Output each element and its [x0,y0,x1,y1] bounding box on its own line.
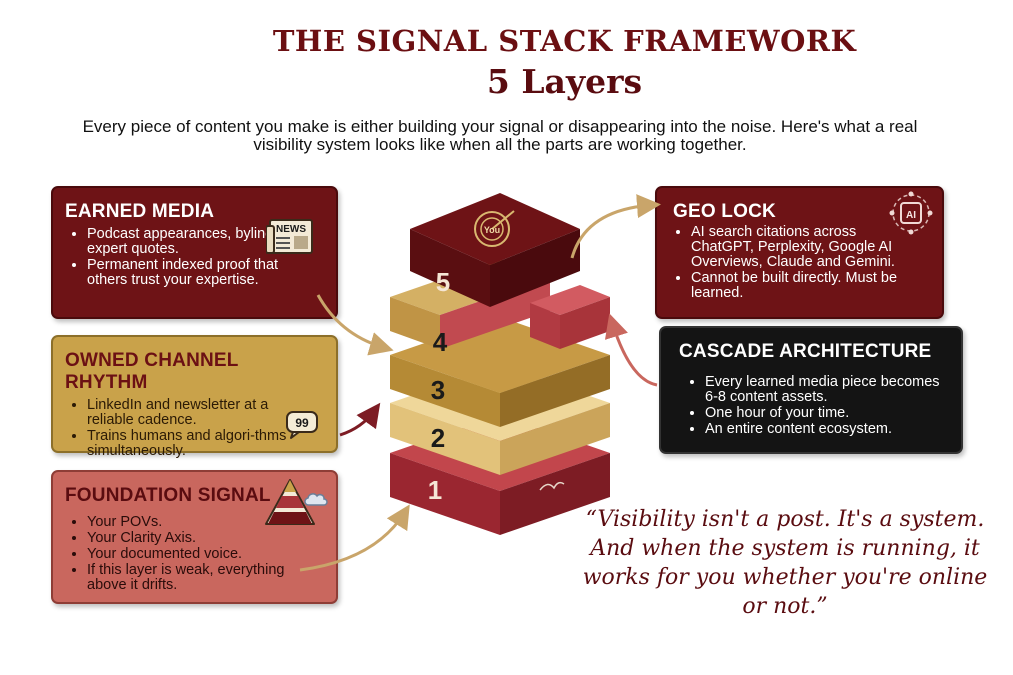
geo-lock-list: AI search citations across ChatGPT, Perp… [669,225,916,301]
cascade-architecture-card: CASCADE ARCHITECTURE Every learned media… [659,326,963,454]
foundation-signal-title: FOUNDATION SIGNAL [65,485,271,506]
list-item: AI search citations across ChatGPT, Perp… [691,225,916,270]
newspaper-icon-label: NEWS [276,224,306,235]
geo-lock-card: GEO LOCK AI search citations across Chat… [655,186,944,319]
quote-bubble-icon-label: 99 [295,416,309,430]
cascade-architecture-list: Every learned media piece becomes 6-8 co… [679,375,955,437]
list-item: Your POVs. [87,515,307,530]
earned-media-title: EARNED MEDIA [65,201,215,222]
arrow-stack-to-geo [570,194,661,259]
ai-chip-icon-label: AI [906,210,916,221]
arrow-owned-to-stack [339,402,381,437]
layer-3-label: 3 [431,375,445,405]
layer-1-label: 1 [428,475,442,505]
arrow-cascade-to-stack [604,313,658,387]
list-item: Your Clarity Axis. [87,531,307,546]
list-item: Permanent indexed proof that others trus… [87,258,287,288]
arrow-earned-to-stack [316,294,394,356]
cascade-architecture-title: CASCADE ARCHITECTURE [679,341,932,362]
list-item: One hour of your time. [705,406,955,421]
list-item: Cannot be built directly. Must be learne… [691,271,916,301]
pyramid-icon [262,474,332,535]
layer-5-block: You 5 [410,193,580,307]
intro-text: Every piece of content you make is eithe… [82,117,918,154]
list-item: Trains humans and algori-thms simultaneo… [87,429,312,459]
owned-channel-card: OWNED CHANNEL RHYTHM LinkedIn and newsle… [51,335,338,459]
list-item: Your documented voice. [87,547,307,562]
owned-channel-list: LinkedIn and newsletter at a reliable ca… [65,398,312,459]
list-item: Every learned media piece becomes 6-8 co… [705,375,955,405]
layer-4-label: 4 [433,327,448,357]
layer-5-label: 5 [436,267,450,297]
list-item: An entire content ecosystem. [705,422,955,437]
arrow-foundation-to-stack [299,504,410,572]
foundation-signal-list: Your POVs. Your Clarity Axis. Your docum… [65,515,307,593]
list-item: If this layer is weak, everything above … [87,563,307,593]
layer-2-label: 2 [431,423,445,453]
newspaper-icon: NEWS [265,218,314,261]
page-title: THE SIGNAL STACK FRAMEWORK [272,24,857,58]
owned-channel-title: OWNED CHANNEL RHYTHM [65,350,239,393]
quote-bubble-icon: 99 [285,410,319,445]
closing-quote: “Visibility isn't a post. It's a system.… [582,507,988,619]
you-target-icon-label: You [484,225,500,235]
ai-chip-icon: AI [886,190,936,241]
list-item: LinkedIn and newsletter at a reliable ca… [87,398,312,428]
geo-lock-title: GEO LOCK [673,201,776,222]
earned-media-list: Podcast appearances, bylines, expert quo… [65,227,287,288]
page-subtitle: 5 Layers [486,62,643,101]
list-item: Podcast appearances, bylines, expert quo… [87,227,287,257]
signal-stack-diagram: 1 2 3 4 You 5 [390,193,610,535]
